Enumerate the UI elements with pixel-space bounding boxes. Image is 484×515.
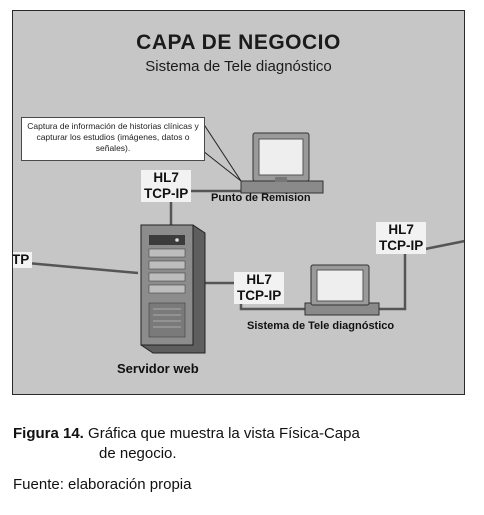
diagram-title: CAPA DE NEGOCIO	[136, 31, 341, 54]
tele-computer-icon	[304, 264, 380, 316]
diagram-subtitle: Sistema de Tele diagnóstico	[145, 58, 332, 75]
caption-label: Figura 14.	[13, 425, 84, 442]
left-edge-cut-label: TP	[13, 252, 33, 268]
figure-source: Fuente: elaboración propia	[13, 476, 192, 493]
servidor-web-label: Servidor web	[117, 361, 199, 376]
caption-text-line1: Gráfica que muestra la vista Física-Capa	[88, 425, 360, 442]
punto-remision-label: Punto de Remision	[211, 192, 311, 204]
hl7-mid-label: HL7 TCP-IP	[234, 272, 285, 304]
server-tower-icon	[140, 224, 206, 354]
sistema-tele-label: Sistema de Tele diagnóstico	[247, 320, 395, 332]
remision-computer-icon	[240, 132, 324, 194]
note-pointer-line	[202, 122, 242, 182]
right-connection-line	[375, 239, 464, 311]
note-pointer-line	[202, 150, 242, 182]
left-connection-line	[26, 261, 139, 275]
figure-frame: CAPA DE NEGOCIO Sistema de Tele diagnóst…	[12, 10, 465, 395]
capture-note: Captura de información de historias clín…	[21, 117, 205, 161]
hl7-right-label: HL7 TCP-IP	[376, 222, 427, 254]
caption-text-line2: de negocio.	[99, 445, 177, 462]
connector-lines	[26, 122, 464, 354]
figure-caption: Figura 14. Gráfica que muestra la vista …	[13, 424, 468, 464]
hl7-top-label: HL7 TCP-IP	[141, 170, 192, 202]
